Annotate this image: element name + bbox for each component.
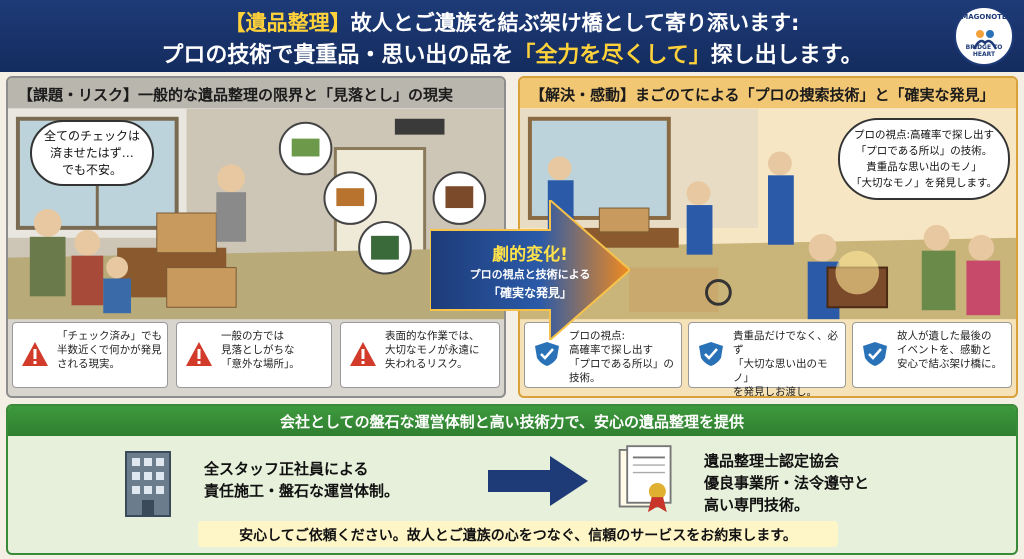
- arrow-title: 劇的変化!: [492, 245, 568, 265]
- staff-line-2: 責任施工・盤石な運営体制。: [204, 482, 400, 500]
- problem-panel-title: 【課題・リスク】一般的な遺品整理の限界と「見落とし」の現実: [8, 78, 504, 108]
- transformation-arrow: 劇的変化! プロの視点と技術による 「確実な発見」: [430, 200, 630, 340]
- card-line: 「チェック済み」でも: [57, 330, 162, 342]
- right-arrow-icon: [488, 456, 588, 506]
- card-line: 失われるリスク。: [385, 358, 468, 370]
- shield-check-icon: [699, 342, 723, 366]
- logo-top-text: MAGONOTE: [961, 13, 1007, 21]
- risk-card: 「チェック済み」でも 半数近くで何かが発見 される現実。: [12, 322, 168, 388]
- warning-icon: [186, 342, 212, 366]
- card-line: 「大切な思い出のモノ」: [733, 358, 828, 384]
- solution-card: 故人が遺した最後の イベントを、感動と 安心で結ぶ架け橋に。: [852, 322, 1012, 388]
- family-circle-icon: [972, 30, 998, 50]
- speech-line: 済ませたはず…: [50, 146, 134, 160]
- card-line: 「プロである所以」の技術。: [569, 358, 674, 384]
- card-line: 半数近くで何かが発見: [57, 344, 162, 356]
- arrow-sub-1: プロの視点と技術による: [469, 268, 591, 281]
- header-line-2: プロの技術で貴重品・思い出の品を「全力を尽くして」探し出します。: [0, 37, 1024, 69]
- card-line: を発見しお渡し。: [733, 386, 817, 398]
- card-line: 貴重品だけでなく、必ず: [733, 330, 838, 356]
- risk-card: 表面的な作業では、 大切なモノが永遠に 失われるリスク。: [340, 322, 500, 388]
- office-building-icon: [125, 451, 171, 517]
- card-line: 高確率で探し出す: [569, 344, 653, 356]
- speech-line: 「プロである所以」の技術。: [855, 145, 993, 157]
- problem-panel: 【課題・リスク】一般的な遺品整理の限界と「見落とし」の現実 全てのチェックは 済…: [6, 76, 506, 398]
- speech-line: でも不安。: [61, 163, 122, 177]
- card-line: される現実。: [57, 358, 120, 370]
- warning-icon: [22, 342, 48, 366]
- header-line-1: 【遺品整理】故人とご遺族を結ぶ架け橋として寄り添います:: [0, 7, 1024, 37]
- card-line: 安心で結ぶ架け橋に。: [897, 358, 1002, 370]
- risk-cards: 「チェック済み」でも 半数近くで何かが発見 される現実。 一般の方では 見落とし…: [12, 322, 500, 392]
- certificate-icon: [618, 445, 672, 513]
- cert-line-1: 遺品整理士認定協会: [704, 452, 840, 470]
- cert-line-2: 優良事業所・法令遵守と: [704, 474, 870, 492]
- solution-panel: 【解決・感動】まごのてによる「プロの捜索技術」と「確実な発見」 プロの視点:高確…: [518, 76, 1018, 398]
- cert-line-3: 高い専門技術。: [704, 496, 810, 514]
- card-line: 見落としがちな: [221, 344, 295, 356]
- card-line: 一般の方では: [221, 330, 284, 342]
- header-line1-text: 故人とご遺族を結ぶ架け橋として寄り添います:: [350, 11, 800, 35]
- staff-text: 全スタッフ正社員による 責任施工・盤石な運営体制。: [204, 458, 399, 502]
- trust-section: 会社としての盤石な運営体制と高い技術力で、安心の遺品整理を提供 全スタッフ正社員…: [6, 404, 1018, 555]
- trust-footer: 安心してご依頼ください。故人とご遺族の心をつなぐ、信頼のサービスをお約束します。: [198, 521, 838, 547]
- logo-bottom-text: BRIDGE TO HEART: [965, 44, 1003, 58]
- shield-check-icon: [863, 342, 887, 366]
- staff-line-1: 全スタッフ正社員による: [204, 460, 369, 478]
- speech-line: 「大切なモノ」を発見します。: [851, 177, 997, 189]
- solution-cards: プロの視点: 高確率で探し出す 「プロである所以」の技術。 貴重品だけでなく、必…: [524, 322, 1012, 396]
- warning-icon: [350, 342, 376, 366]
- risk-card: 一般の方では 見落としがちな 「意外な場所」。: [176, 322, 332, 388]
- header-line2-accent: 「全力を尽くして」: [513, 43, 711, 68]
- card-line: イベントを、感動と: [897, 344, 992, 356]
- card-line: 大切なモノが永遠に: [385, 344, 480, 356]
- trust-band-title: 会社としての盤石な運営体制と高い技術力で、安心の遺品整理を提供: [8, 406, 1016, 436]
- speech-line: プロの視点:高確率で探し出す: [853, 129, 995, 141]
- card-line: 故人が遺した最後の: [897, 330, 992, 342]
- arrow-sub-2: 「確実な発見」: [487, 286, 572, 300]
- header-line2-a: プロの技術で貴重品・思い出の品を: [161, 43, 514, 68]
- certification-text: 遺品整理士認定協会 優良事業所・法令遵守と 高い専門技術。: [704, 450, 869, 516]
- card-line: プロの視点:: [569, 330, 626, 342]
- company-logo: MAGONOTE BRIDGE TO HEART: [954, 6, 1014, 66]
- header-bracket: 【遺品整理】: [224, 11, 351, 35]
- solution-card: 貴重品だけでなく、必ず 「大切な思い出のモノ」 を発見しお渡し。: [688, 322, 846, 396]
- professional-search-illustration: [520, 108, 1016, 320]
- solution-panel-title: 【解決・感動】まごのてによる「プロの捜索技術」と「確実な発見」: [520, 78, 1016, 108]
- shield-check-icon: [535, 342, 559, 366]
- speech-line: 全てのチェックは: [43, 129, 140, 143]
- right-arrow-icon: [430, 200, 630, 340]
- card-line: 「意外な場所」。: [221, 358, 300, 370]
- speech-line: 貴重品な思い出のモノ」: [866, 161, 982, 173]
- page-header: 【遺品整理】故人とご遺族を結ぶ架け橋として寄り添います: プロの技術で貴重品・思…: [0, 0, 1024, 72]
- worried-speech-bubble: 全てのチェックは 済ませたはず… でも不安。: [30, 120, 154, 186]
- pro-speech-bubble: プロの視点:高確率で探し出す 「プロである所以」の技術。 貴重品な思い出のモノ」…: [838, 118, 1010, 200]
- card-line: 表面的な作業では、: [385, 330, 480, 342]
- header-line2-b: 探し出します。: [710, 43, 863, 68]
